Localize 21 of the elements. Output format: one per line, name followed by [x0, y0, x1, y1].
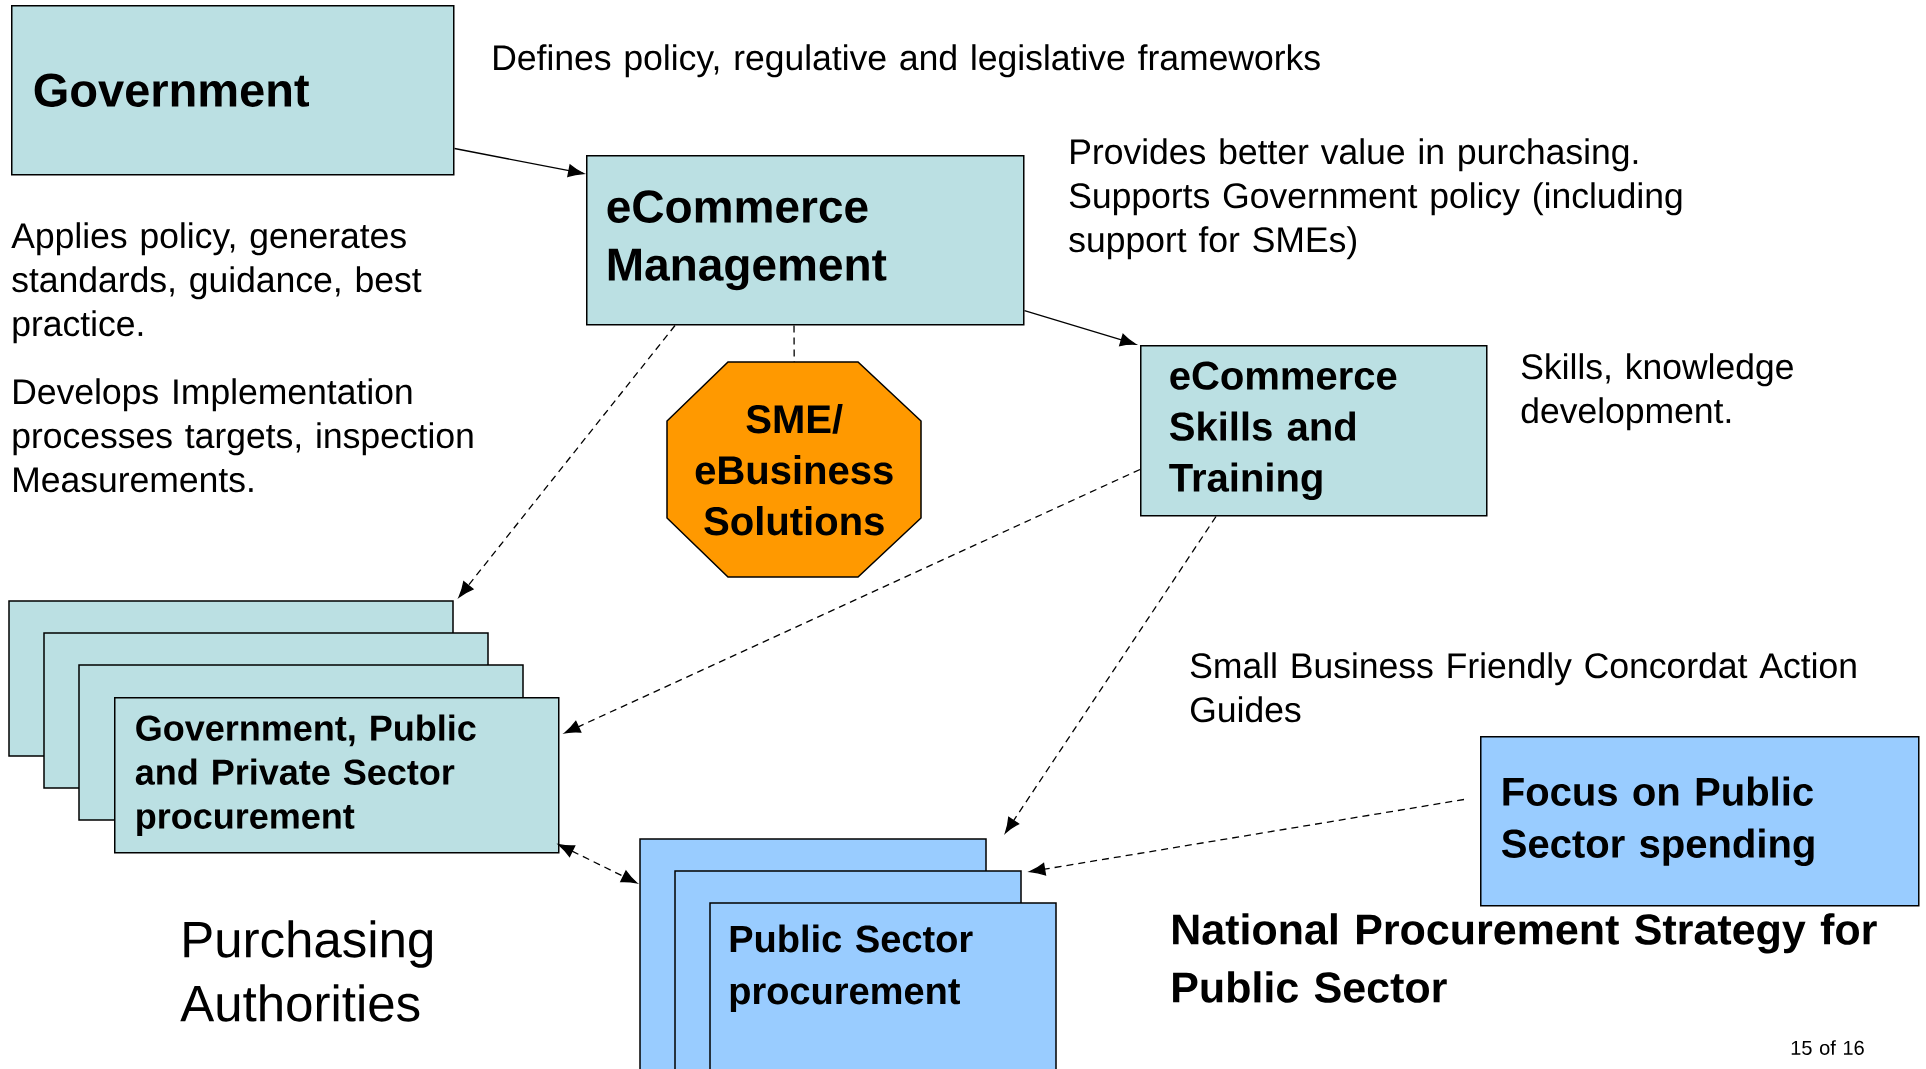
arrow: [1004, 515, 1217, 834]
arrow: [564, 468, 1141, 734]
annotation-text: Provides better value in purchasing. Supports Government policy (including support for SMEs): [1069, 138, 1682, 260]
arrow: [558, 844, 638, 884]
process-box: eCommerce Skills and Training: [1140, 345, 1488, 517]
arrow: [453, 147, 585, 178]
page-number: 15 of 16: [1791, 1040, 1864, 1055]
arrow: [1023, 309, 1137, 347]
arrow: [1029, 798, 1465, 876]
arrow: [458, 324, 676, 598]
annotation-text: Defines policy, regulative and legislative frameworks: [494, 44, 1320, 78]
stacked-boxes: Public Sector procurement: [639, 838, 1057, 1069]
annotation-text: Develops Implementation processes targets, inspection Measurements.: [13, 378, 473, 493]
process-box: eCommerce Management: [586, 155, 1025, 326]
node-label: and Private Sector procurement: [135, 758, 455, 837]
annotation-text: Skills, knowledge development.: [1521, 353, 1793, 431]
group-caption: Purchasing Authorities: [180, 920, 433, 1022]
process-box: Government: [11, 5, 455, 176]
process-box: Focus on Public Sector spending: [1480, 736, 1920, 907]
annotation-text: Applies policy, generates standards, guidance, best practice.: [11, 222, 422, 344]
stacked-boxes: Government, Public and Private Sector procurement: [8, 600, 560, 854]
